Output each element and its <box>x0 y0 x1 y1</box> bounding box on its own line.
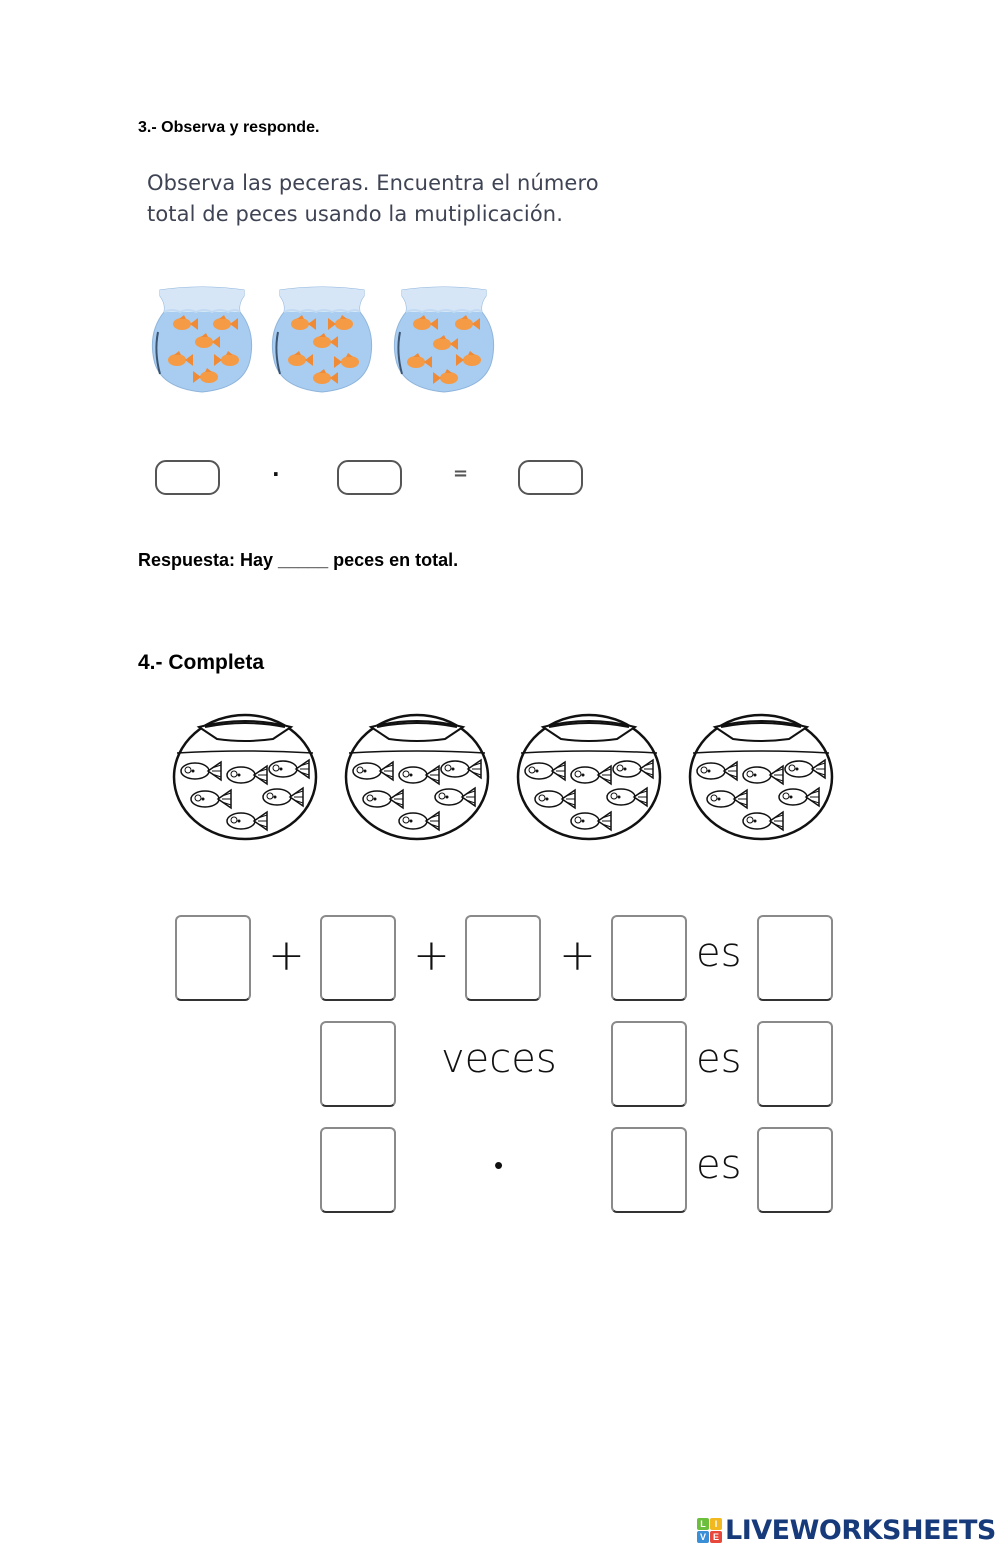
plus-sign-2: + <box>413 930 450 981</box>
equals-sign: = <box>453 463 469 484</box>
group-size-input[interactable] <box>611 1021 687 1107</box>
outline-bowl-4 <box>690 715 832 839</box>
es-label-row2: es <box>696 1036 742 1082</box>
outline-bowl-3 <box>518 715 660 839</box>
outline-bowl-1 <box>174 715 316 839</box>
factor-1-input[interactable] <box>155 460 220 495</box>
outline-fishbowls <box>170 710 840 842</box>
es-label-row1: es <box>696 930 742 976</box>
product-input[interactable] <box>518 460 583 495</box>
instruction-line-2: total de peces usando la mutiplicación. <box>147 202 563 226</box>
logo-text: LIVEWORKSHEETS <box>725 1514 996 1546</box>
liveworksheets-logo: L I V E LIVEWORKSHEETS <box>697 1514 996 1546</box>
outline-bowl-2 <box>346 715 488 839</box>
sum-input[interactable] <box>757 915 833 1001</box>
answer-sentence: Respuesta: Hay _____ peces en total. <box>138 550 459 570</box>
logo-block-e: E <box>710 1530 722 1543</box>
multiplier-input[interactable] <box>611 1127 687 1213</box>
multiply-dot-row3: • <box>494 1151 504 1181</box>
factor-2-input[interactable] <box>337 460 402 495</box>
section3-instruction: Observa las peceras. Encuentra el número… <box>147 168 599 230</box>
plus-sign-1: + <box>268 930 305 981</box>
times-count-input[interactable] <box>320 1021 396 1107</box>
multiply-dot: · <box>272 462 280 486</box>
logo-block-v: V <box>697 1530 709 1543</box>
colored-bowl-2 <box>271 286 373 393</box>
logo-blocks-icon: L I V E <box>697 1517 722 1543</box>
colored-bowl-3 <box>393 286 495 393</box>
product-input-row3[interactable] <box>757 1127 833 1213</box>
addend-3-input[interactable] <box>465 915 541 1001</box>
addend-4-input[interactable] <box>611 915 687 1001</box>
plus-sign-3: + <box>559 930 596 981</box>
section4-title: 4.- Completa <box>138 651 265 674</box>
addend-2-input[interactable] <box>320 915 396 1001</box>
addend-1-input[interactable] <box>175 915 251 1001</box>
veces-label: veces <box>441 1036 557 1082</box>
es-label-row3: es <box>696 1142 742 1188</box>
section3-title: 3.- Observa y responde. <box>138 119 320 136</box>
logo-block-l: L <box>697 1517 709 1530</box>
colored-fishbowls <box>151 286 495 393</box>
logo-block-i: I <box>710 1517 722 1530</box>
multiplicand-input[interactable] <box>320 1127 396 1213</box>
instruction-line-1: Observa las peceras. Encuentra el número <box>147 171 599 195</box>
colored-bowl-1 <box>151 286 253 393</box>
times-result-input[interactable] <box>757 1021 833 1107</box>
